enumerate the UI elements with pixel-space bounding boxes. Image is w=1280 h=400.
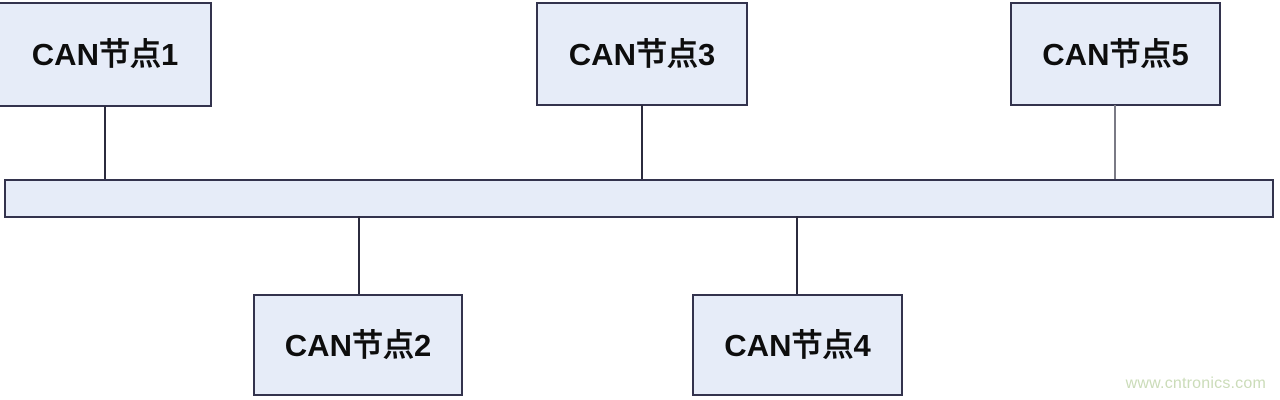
can-node-1-label: CAN节点1: [31, 37, 179, 72]
can-node-4-box[interactable]: CAN节点4: [692, 294, 903, 396]
can-bus-bar[interactable]: [4, 179, 1274, 218]
can-node-3-label: CAN节点3: [568, 36, 716, 72]
site-watermark: www.cntronics.com: [1125, 375, 1266, 392]
can-node-3-box[interactable]: CAN节点3: [536, 2, 748, 106]
can-node-5-box[interactable]: CAN节点5: [1010, 2, 1221, 106]
connector-bus-to-node2: [358, 216, 360, 295]
can-node-2-box[interactable]: CAN节点2: [253, 294, 463, 396]
connector-node5-to-bus: [1114, 105, 1116, 180]
connector-node3-to-bus: [641, 105, 643, 180]
can-node-2-label: CAN节点2: [284, 327, 432, 363]
can-node-4-label: CAN节点4: [724, 327, 871, 363]
can-node-5-label: CAN节点5: [1042, 36, 1189, 72]
connector-bus-to-node4: [796, 216, 798, 295]
can-node-1-box[interactable]: CAN节点1: [0, 2, 212, 107]
connector-node1-to-bus: [104, 106, 106, 180]
